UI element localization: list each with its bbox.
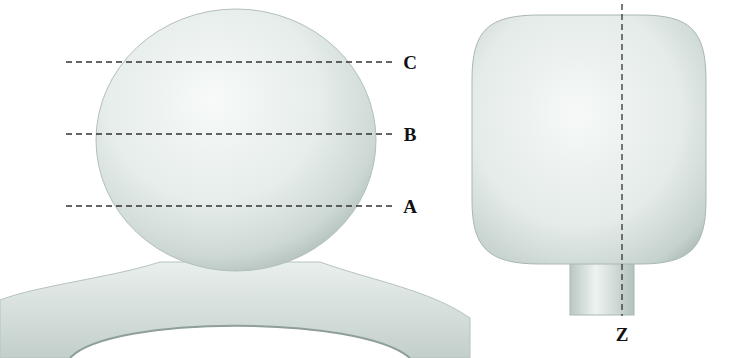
section-label: Z — [616, 325, 629, 344]
section-line — [66, 205, 392, 206]
section-label: B — [404, 125, 417, 144]
section-label: A — [403, 197, 417, 216]
torso-opening — [70, 326, 410, 358]
box-head — [472, 15, 706, 264]
section-line — [66, 133, 392, 134]
section-line — [66, 61, 392, 62]
shoulders — [0, 262, 470, 358]
spherical-head — [96, 9, 376, 271]
section-line — [621, 4, 622, 316]
section-label: C — [403, 53, 417, 72]
torso-rim — [70, 326, 410, 358]
